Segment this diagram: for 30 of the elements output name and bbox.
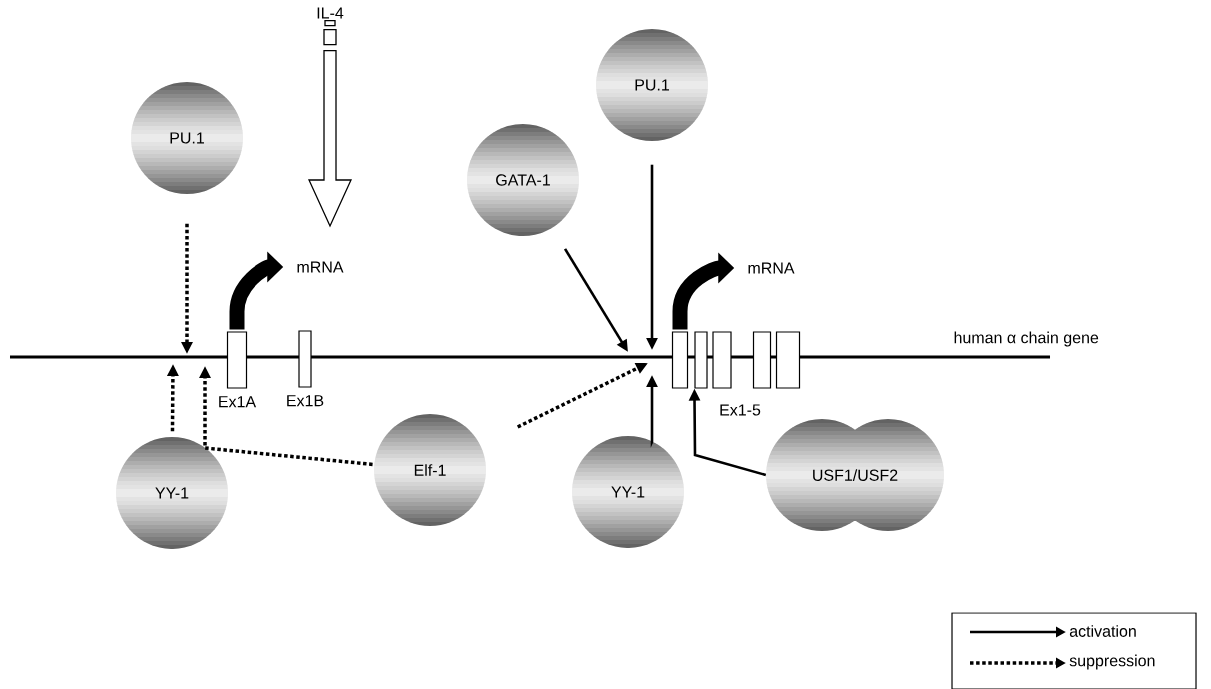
exon-box: Ex1A	[219, 331, 257, 408]
node-label: USF1/USF2	[813, 469, 898, 481]
protein-ball: Elf-1	[374, 414, 486, 526]
exon-box	[775, 331, 801, 389]
protein-complex: USF1/USF2	[766, 419, 944, 531]
text-label: mRNA	[297, 261, 344, 273]
exon-box	[752, 331, 772, 389]
protein-ball: PU.1	[596, 29, 708, 141]
gene-label: human α chain gene	[954, 331, 1099, 347]
text-label: IL-4	[317, 7, 344, 19]
node-label: YY-1	[611, 486, 645, 498]
node-label: Ex1B	[287, 395, 324, 407]
node-label: GATA-1	[496, 174, 550, 186]
exon-box	[671, 331, 689, 389]
node-label: YY-1	[155, 487, 189, 499]
protein-ball: GATA-1	[467, 124, 579, 236]
legend-text: activation	[1069, 625, 1136, 637]
node-label: Ex1A	[219, 396, 257, 408]
exon-box	[694, 331, 708, 389]
protein-ball: YY-1	[572, 436, 684, 548]
exon-box: Ex1B	[287, 330, 324, 407]
legend-text: suppression	[1069, 654, 1155, 670]
protein-ball: PU.1	[131, 82, 243, 194]
protein-ball: YY-1	[116, 437, 228, 549]
exon-box	[712, 331, 732, 389]
hollow-arrow	[308, 20, 352, 228]
exon-label: Ex1-5	[720, 404, 761, 416]
node-label: Elf-1	[414, 464, 446, 476]
text-label: mRNA	[748, 262, 795, 274]
node-label: PU.1	[635, 79, 669, 91]
